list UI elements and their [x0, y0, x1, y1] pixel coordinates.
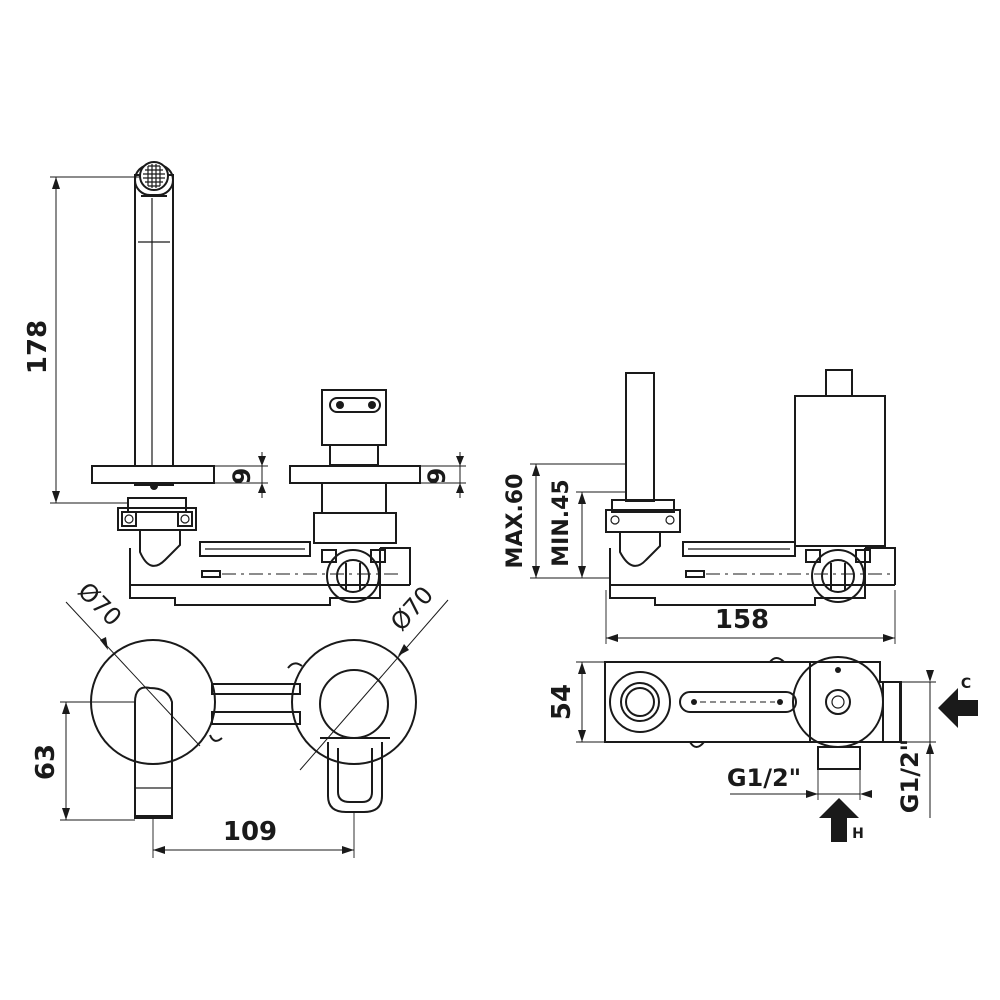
dim-label-max-60: MAX.60 — [503, 474, 528, 569]
front-view: 178 9 9 — [23, 161, 466, 606]
dim-label-diameter-left: Ø70 — [72, 577, 127, 632]
cold-inlet-stub — [882, 681, 902, 743]
valve-body-front — [129, 541, 411, 606]
spout-tube — [134, 164, 174, 486]
dim-label-109: 109 — [223, 817, 277, 847]
dim-label-hot-thread: G1/2" — [727, 764, 801, 792]
dim-diameter-left: Ø70 — [65, 577, 201, 747]
dim-spout-offset: 63 — [31, 701, 135, 821]
dim-label-158: 158 — [715, 605, 769, 635]
dim-wall-depth-max: MAX.60 — [503, 463, 626, 579]
hot-inlet-stub — [817, 746, 861, 770]
left-wall-plate — [91, 465, 215, 484]
top-view: Ø70 Ø70 63 109 — [31, 577, 449, 858]
hot-inlet-arrow-icon: H — [819, 798, 864, 842]
cold-label: C — [961, 676, 971, 692]
mixer-wall-rosette — [291, 639, 417, 765]
spout-outlet-ring — [609, 671, 671, 733]
dim-label-54: 54 — [547, 684, 577, 720]
hot-label: H — [852, 826, 864, 842]
dim-label-9-left: 9 — [228, 468, 256, 485]
dim-plate-thickness-right: 9 — [420, 452, 466, 498]
mixer-handle — [321, 389, 387, 466]
dim-wall-depth-min: MIN.45 — [549, 479, 626, 578]
side-view: MAX.60 MIN.45 158 — [503, 369, 896, 644]
spout-top — [134, 686, 173, 819]
dim-label-178: 178 — [23, 320, 53, 374]
dim-label-63: 63 — [31, 744, 61, 780]
cartridge-cover — [794, 395, 886, 547]
body-slot — [679, 691, 797, 713]
plan-view: 54 G1/2" G1/2" C H — [547, 656, 978, 842]
dim-label-9-right: 9 — [423, 468, 451, 485]
dim-body-length: 158 — [605, 590, 896, 644]
cartridge-nut — [313, 512, 397, 544]
dim-label-min-45: MIN.45 — [549, 479, 574, 566]
cartridge-housing — [321, 482, 387, 514]
spout-connector — [117, 497, 197, 567]
spout-screw-icon — [150, 482, 158, 490]
aerator-icon — [139, 161, 169, 191]
dim-body-width: 54 — [547, 661, 605, 743]
side-connector — [605, 499, 681, 567]
spout-stub — [625, 372, 655, 502]
handle-lever — [327, 742, 383, 813]
dim-cold-thread: G1/2" — [896, 670, 936, 818]
dim-label-diameter-right: Ø70 — [385, 581, 439, 636]
right-wall-plate — [289, 465, 421, 484]
valve-body-side — [609, 541, 896, 606]
dim-spout-height: 178 — [23, 176, 140, 504]
dim-center-distance: 109 — [152, 812, 355, 858]
cold-inlet-arrow-icon: C — [938, 676, 978, 728]
dim-hot-thread: G1/2" — [727, 764, 872, 800]
dim-label-cold-thread: G1/2" — [896, 739, 924, 813]
cartridge-stem — [825, 369, 853, 397]
dim-plate-thickness-left: 9 — [214, 452, 268, 498]
